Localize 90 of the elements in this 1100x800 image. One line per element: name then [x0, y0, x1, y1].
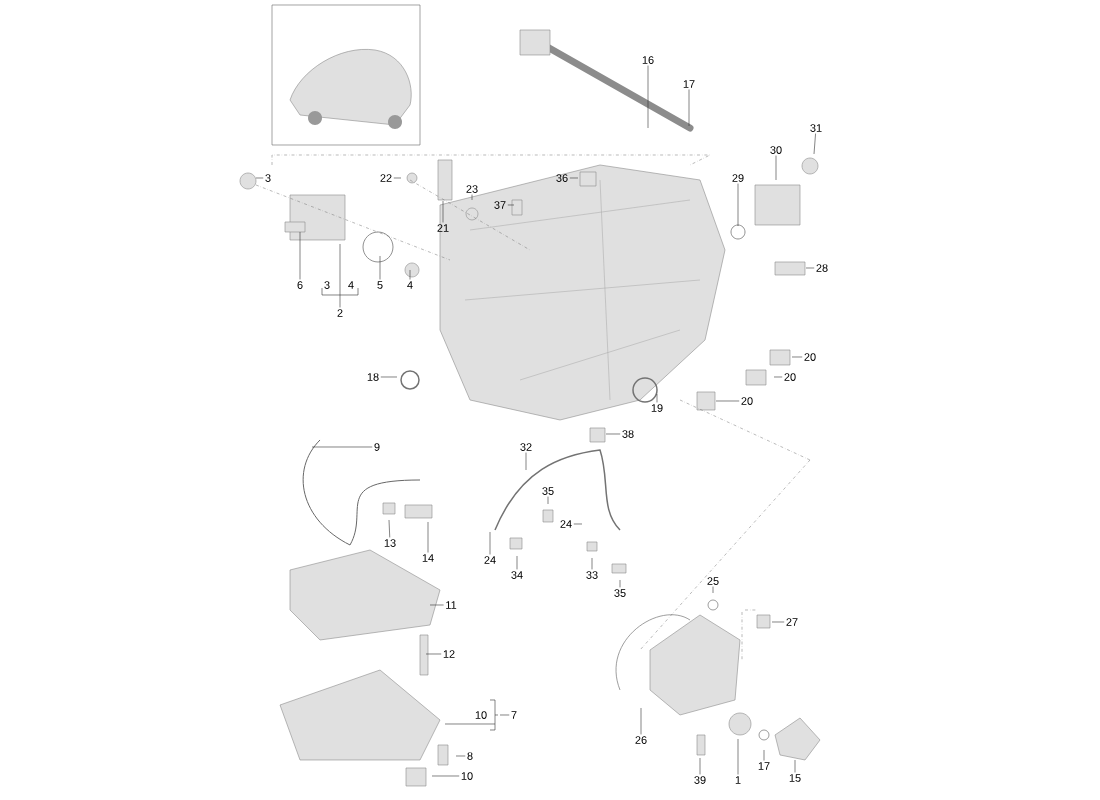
leader-line — [737, 183, 739, 227]
leader-line — [255, 177, 264, 179]
callout-number: 31 — [810, 124, 822, 132]
callout-number: 10 — [461, 772, 473, 780]
leader-line — [813, 133, 816, 155]
callout-number: 23 — [466, 185, 478, 193]
leader-line — [688, 89, 690, 127]
leader-line — [791, 356, 803, 358]
callout-number: 9 — [374, 443, 380, 451]
leader-line — [573, 523, 583, 525]
callout-number: 8 — [467, 752, 473, 760]
callout-number: 17 — [683, 80, 695, 88]
leader-line — [715, 400, 740, 402]
leader-line — [699, 757, 701, 775]
leader-line — [547, 496, 549, 505]
leader-line — [569, 177, 579, 179]
callout-number: 30 — [770, 146, 782, 154]
leader-line — [471, 194, 473, 201]
callout-number: 3 — [265, 174, 271, 182]
callout-number: 32 — [520, 443, 532, 451]
leader-line — [647, 65, 649, 129]
callout-number: 6 — [297, 281, 303, 289]
callout-number: 19 — [651, 404, 663, 412]
callout-number: 3 — [324, 281, 330, 289]
leader-line — [380, 376, 398, 378]
leader-line — [431, 775, 460, 777]
leader-line — [393, 177, 402, 179]
callout-number: 37 — [494, 201, 506, 209]
callout-number: 20 — [804, 353, 816, 361]
callout-number: 34 — [511, 571, 523, 579]
callout-number: 20 — [741, 397, 753, 405]
callout-number: 13 — [384, 539, 396, 547]
leader-line — [429, 604, 444, 606]
callout-number: 4 — [407, 281, 413, 289]
callout-number: 22 — [380, 174, 392, 182]
leader-line — [712, 586, 714, 594]
leader-line — [619, 579, 621, 588]
callout-number: 39 — [694, 776, 706, 784]
leader-line — [737, 738, 739, 775]
callout-number: 38 — [622, 430, 634, 438]
callout-number: 10 — [475, 711, 487, 719]
callout-number: 21 — [437, 224, 449, 232]
callout-number: 20 — [784, 373, 796, 381]
leader-line — [311, 446, 373, 448]
leader-line — [339, 243, 341, 308]
callout-number: 33 — [586, 571, 598, 579]
leader-line — [773, 376, 783, 378]
callout-number: 27 — [786, 618, 798, 626]
leader-line — [425, 653, 442, 655]
leader-line — [775, 155, 777, 181]
leader-line — [656, 393, 658, 403]
callout-number: 36 — [556, 174, 568, 182]
callout-number: 14 — [422, 554, 434, 562]
leader-line — [640, 707, 642, 735]
callout-number: 7 — [511, 711, 517, 719]
callout-number: 12 — [443, 650, 455, 658]
leader-line — [763, 749, 765, 761]
callout-number: 25 — [707, 577, 719, 585]
callout-number: 15 — [789, 774, 801, 782]
leader-line — [525, 452, 527, 471]
callout-number: 26 — [635, 736, 647, 744]
callout-number: 24 — [560, 520, 572, 528]
leader-line — [388, 519, 391, 538]
leader-line — [794, 759, 796, 773]
leader-line — [516, 555, 518, 570]
leader-line — [499, 714, 510, 716]
callout-number: 35 — [614, 589, 626, 597]
leader-line — [771, 621, 785, 623]
leader-line — [455, 755, 466, 757]
leader-line — [427, 521, 429, 553]
leader-line — [489, 531, 491, 555]
callout-number: 28 — [816, 264, 828, 272]
leader-line — [805, 267, 815, 269]
callout-number: 24 — [484, 556, 496, 564]
callout-number: 4 — [348, 281, 354, 289]
leader-line — [591, 557, 593, 570]
leader-line — [507, 204, 515, 206]
callout-number: 18 — [367, 373, 379, 381]
callout-number: 2 — [337, 309, 343, 317]
callout-number: 17 — [758, 762, 770, 770]
leader-line — [299, 231, 301, 280]
callout-number: 35 — [542, 487, 554, 495]
callout-number: 11 — [446, 601, 457, 609]
callout-number: 29 — [732, 174, 744, 182]
callout-number: 16 — [642, 56, 654, 64]
callout-number: 1 — [735, 776, 741, 784]
leader-line — [379, 255, 381, 280]
leader-line — [605, 433, 621, 435]
leader-line — [409, 269, 411, 280]
callout-number: 5 — [377, 281, 383, 289]
